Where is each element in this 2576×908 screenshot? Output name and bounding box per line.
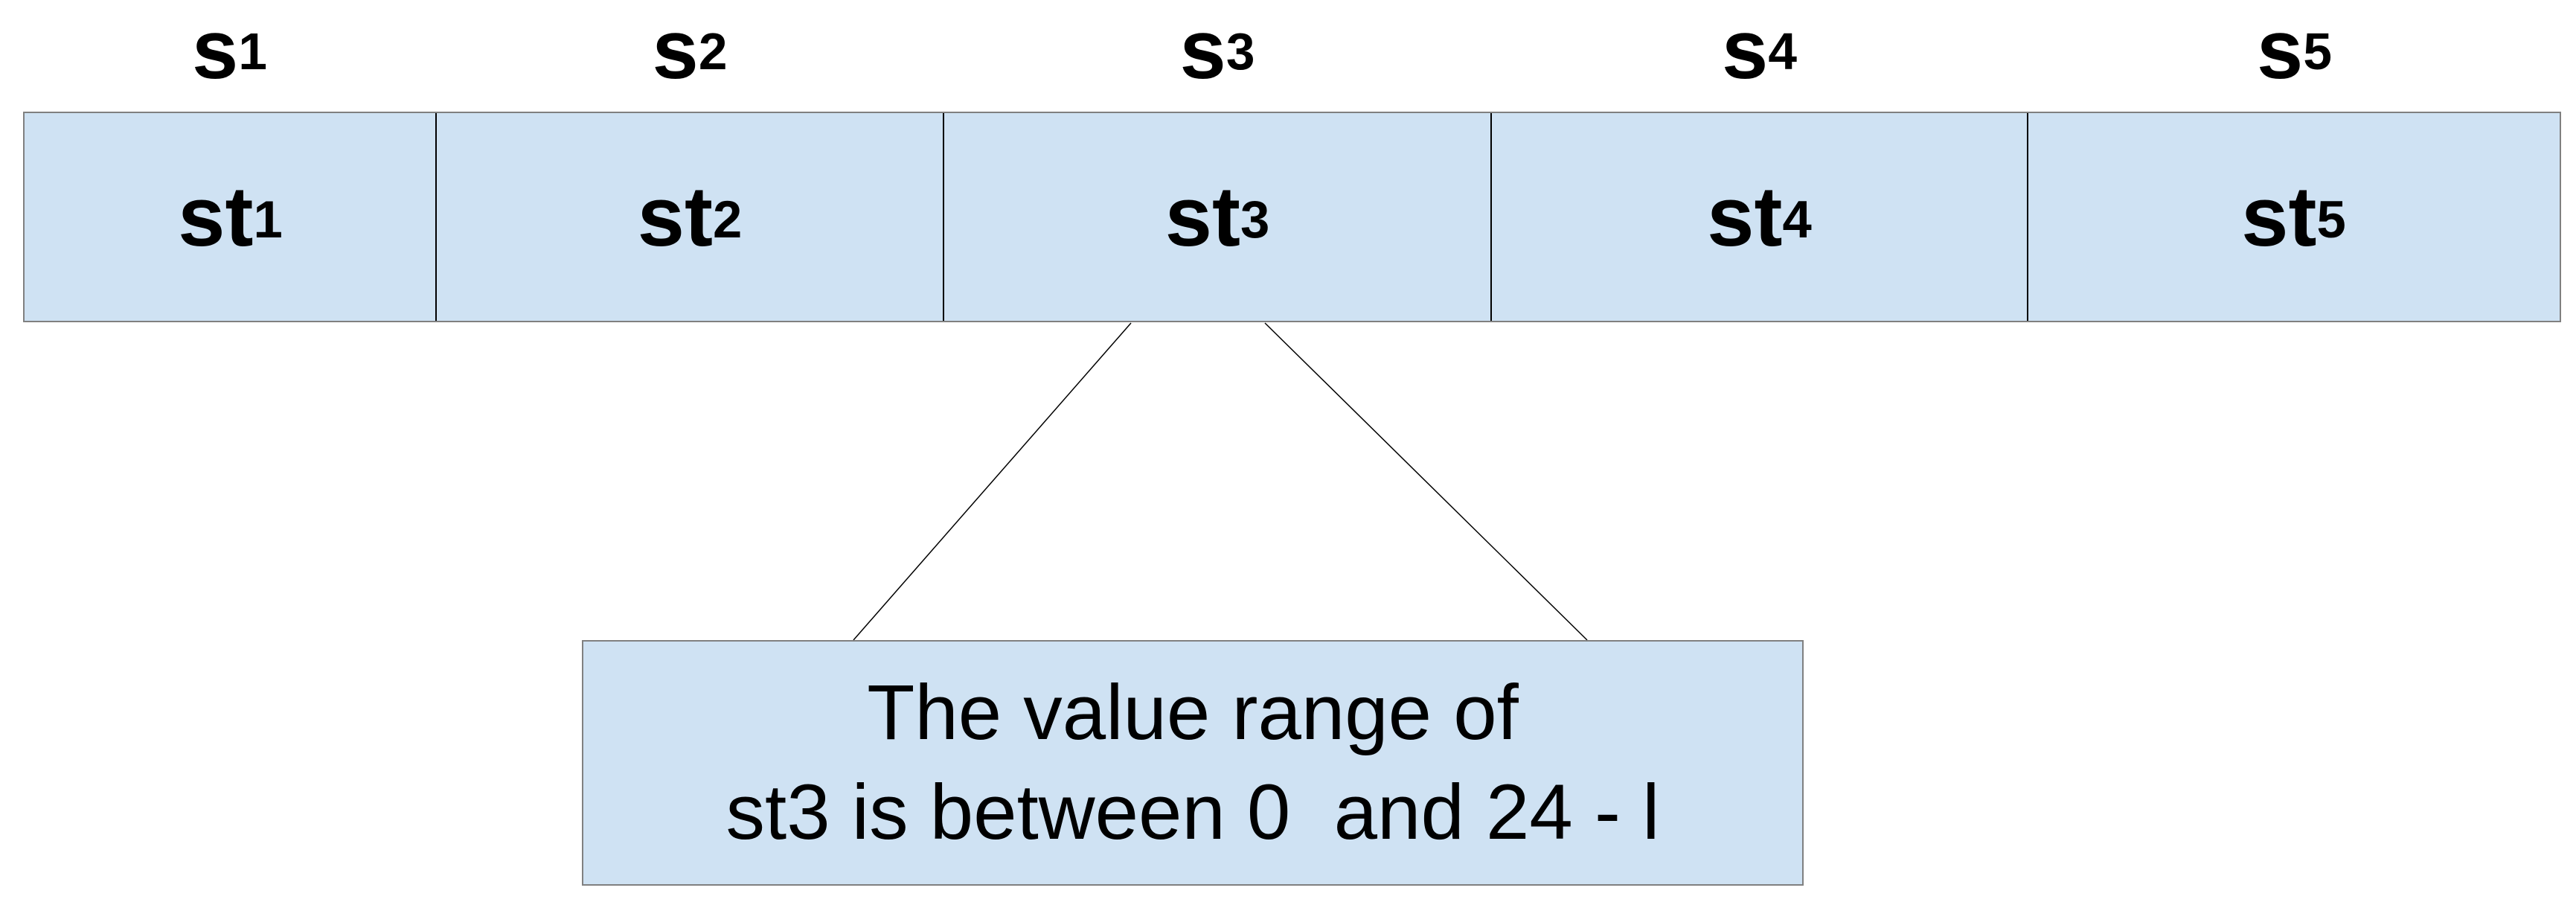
callout-text-line2: st3 is between 0 and 24 - l <box>725 769 1660 856</box>
cell-label-base: st <box>1164 169 1241 264</box>
label-subscript: 1 <box>238 22 267 81</box>
label-base: s <box>2257 2 2304 96</box>
cell-divider-4 <box>2027 113 2028 321</box>
cell-label-base: st <box>1707 169 1783 264</box>
label-base: s <box>1179 2 1226 96</box>
cell-label-subscript: 3 <box>1240 189 1270 249</box>
cell-divider-1 <box>435 113 437 321</box>
label-subscript: 5 <box>2303 22 2332 81</box>
callout-connector-line-right <box>1264 322 1588 641</box>
cell-label-subscript: 1 <box>253 189 283 249</box>
callout-box: The value range of st3 is between 0 and … <box>582 640 1804 886</box>
cell-label-base: st <box>2241 169 2317 264</box>
callout-text-line1: The value range of <box>867 668 1519 756</box>
callout-connector-line-left <box>853 322 1132 641</box>
label-base: s <box>652 2 699 96</box>
cell-label-subscript: 2 <box>713 189 743 249</box>
cell-label-subscript: 5 <box>2316 189 2346 249</box>
label-base: s <box>1722 2 1769 96</box>
cell-label-base: st <box>637 169 714 264</box>
cell-label-subscript: 4 <box>1782 189 1812 249</box>
label-base: s <box>192 2 239 96</box>
cell-divider-2 <box>943 113 944 321</box>
label-subscript: 2 <box>698 22 728 81</box>
label-subscript: 3 <box>1225 22 1255 81</box>
label-subscript: 4 <box>1768 22 1797 81</box>
cell-divider-3 <box>1490 113 1492 321</box>
cell-label-base: st <box>178 169 254 264</box>
